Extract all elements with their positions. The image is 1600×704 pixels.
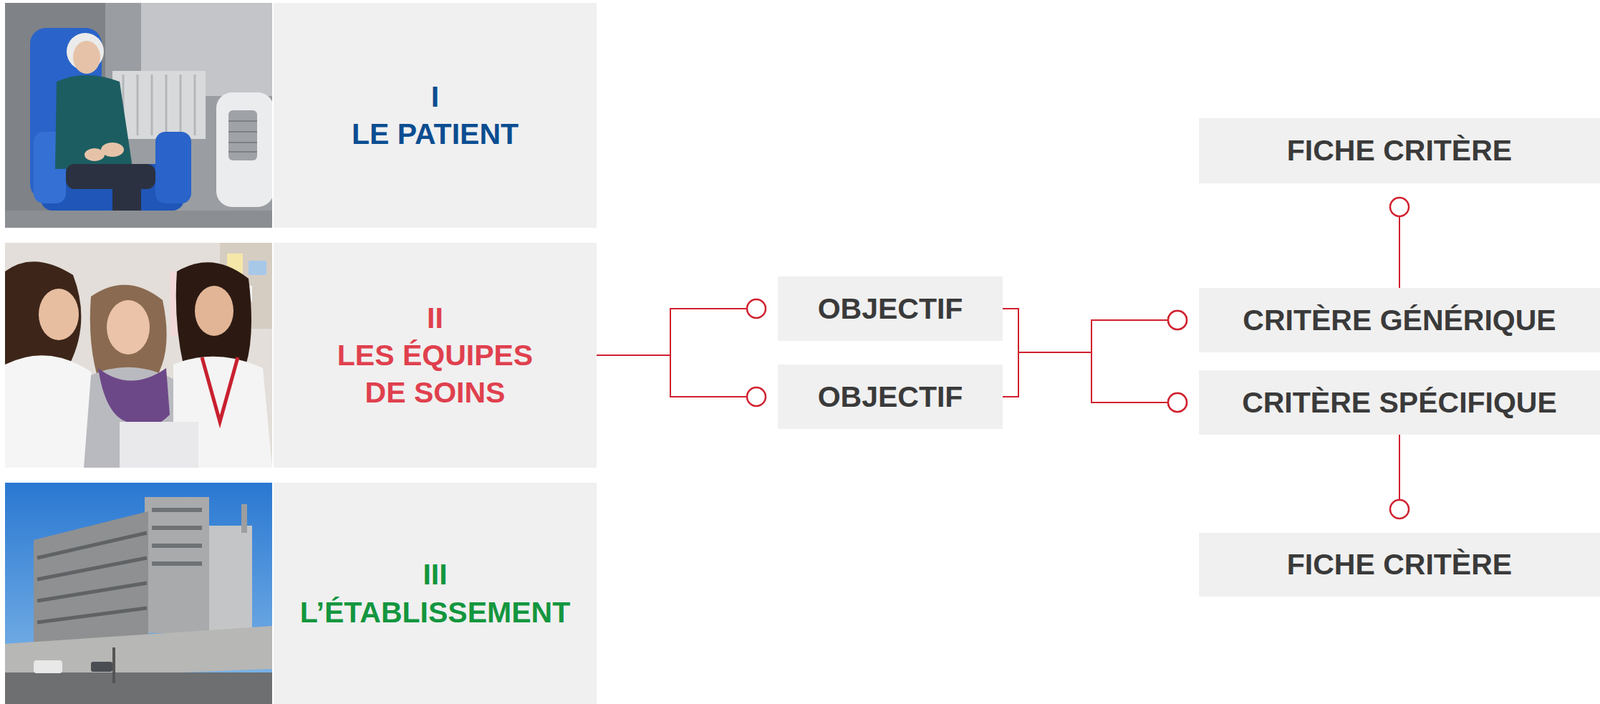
connector-line xyxy=(1398,434,1401,500)
connector-end-dot xyxy=(1168,310,1187,330)
connector-line xyxy=(596,355,748,397)
connector-end-dot xyxy=(1168,310,1187,330)
box-label: LE PATIENT xyxy=(351,115,519,153)
connector-line xyxy=(596,308,748,356)
connector xyxy=(1390,434,1409,519)
criterion-box: CRITÈRE GÉNÉRIQUE xyxy=(1198,287,1600,353)
box-label: CRITÈRE GÉNÉRIQUE xyxy=(1242,301,1556,339)
box-label: FICHE CRITÈRE xyxy=(1287,545,1512,583)
section-box: IIIL’ÉTABLISSEMENT xyxy=(273,482,597,704)
criterion-sheet-box: FICHE CRITÈRE xyxy=(1198,118,1600,184)
connector xyxy=(596,299,766,356)
building-photo xyxy=(5,482,273,704)
section-box: ILE PATIENT xyxy=(273,2,597,228)
criterion-sheet-box: FICHE CRITÈRE xyxy=(1198,532,1600,597)
connector-line xyxy=(1002,352,1169,403)
box-label: I xyxy=(431,78,440,116)
box-label: FICHE CRITÈRE xyxy=(1287,131,1512,170)
patient-photo xyxy=(5,2,273,228)
criterion-box: CRITÈRE SPÉCIFIQUE xyxy=(1198,370,1600,435)
connector-end-dot xyxy=(1168,393,1187,412)
connector xyxy=(596,355,766,407)
objective-box: OBJECTIF xyxy=(777,276,1003,341)
connector xyxy=(1002,308,1187,412)
connector-line xyxy=(1398,216,1401,288)
box-label: OBJECTIF xyxy=(817,378,964,416)
connector-end-dot xyxy=(1390,499,1409,519)
objective-box: OBJECTIF xyxy=(777,364,1003,430)
connector-line xyxy=(1002,320,1169,397)
connector-end-dot xyxy=(1168,393,1187,412)
connector xyxy=(1390,197,1409,288)
care-team-photo xyxy=(5,242,273,468)
box-label: CRITÈRE SPÉCIFIQUE xyxy=(1241,383,1558,422)
connector-line xyxy=(1002,308,1169,403)
connector-end-dot xyxy=(747,387,766,407)
box-label: III xyxy=(422,555,447,594)
connector xyxy=(1002,308,1187,353)
connector-end-dot xyxy=(747,299,766,318)
box-label: L’ÉTABLISSEMENT xyxy=(300,593,571,631)
section-box: IILES ÉQUIPES DE SOINS xyxy=(273,242,597,468)
connector xyxy=(1002,310,1187,397)
box-label: LES ÉQUIPES DE SOINS xyxy=(320,336,551,412)
box-label: OBJECTIF xyxy=(817,290,964,328)
connector-line xyxy=(1002,308,1169,353)
connector-end-dot xyxy=(1390,197,1409,217)
connector xyxy=(1002,352,1187,412)
box-label: II xyxy=(426,299,444,337)
